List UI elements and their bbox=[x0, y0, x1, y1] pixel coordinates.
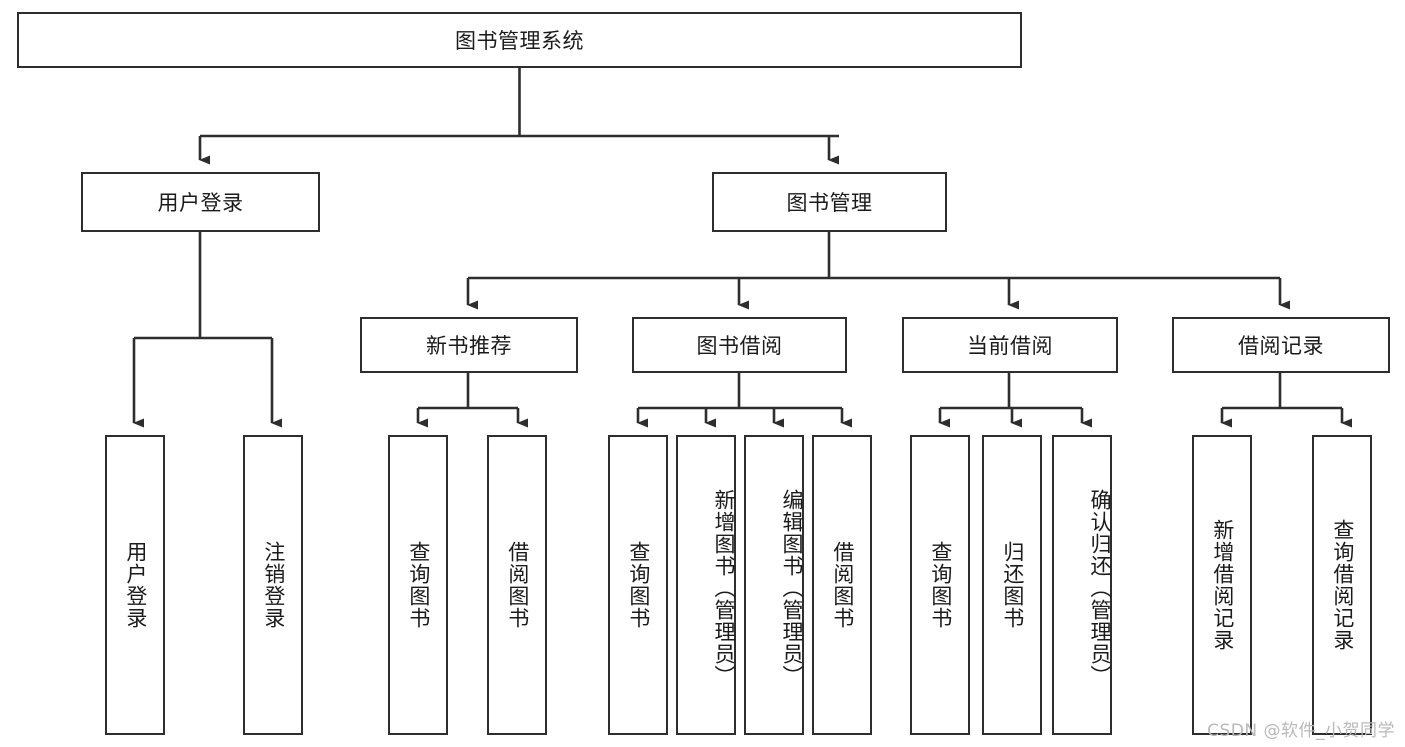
node-borrow-record[interactable]: 借阅记录 bbox=[1172, 317, 1390, 373]
node-label: 查询图书 bbox=[406, 541, 431, 629]
node-label: 用户登录 bbox=[123, 541, 148, 629]
node-label: 图书管理 bbox=[786, 191, 873, 215]
node-label: 借阅图书 bbox=[830, 541, 855, 629]
node-leaf-query-book-borrow[interactable]: 查询图书 bbox=[608, 435, 668, 735]
node-user-login[interactable]: 用户登录 bbox=[81, 172, 320, 232]
node-label: 归还图书 bbox=[1000, 541, 1025, 629]
node-label: 注销登录 bbox=[261, 541, 286, 629]
node-leaf-borrow-book-recommend[interactable]: 借阅图书 bbox=[487, 435, 547, 735]
node-label: 查询图书 bbox=[928, 541, 953, 629]
node-current-borrow[interactable]: 当前借阅 bbox=[902, 317, 1118, 373]
node-leaf-add-borrow-record[interactable]: 新增借阅记录 bbox=[1192, 435, 1252, 735]
node-leaf-edit-book-admin[interactable]: 编辑图书（管理员） bbox=[744, 435, 804, 735]
node-label: 查询借阅记录 bbox=[1330, 519, 1355, 651]
node-label: 新书推荐 bbox=[426, 334, 512, 358]
node-root-system[interactable]: 图书管理系统 bbox=[17, 12, 1022, 68]
node-label: 确认归还（管理员） bbox=[1088, 489, 1112, 687]
node-label: 编辑图书（管理员） bbox=[780, 489, 804, 687]
node-leaf-confirm-return-admin[interactable]: 确认归还（管理员） bbox=[1052, 435, 1112, 735]
node-leaf-add-book-admin[interactable]: 新增图书（管理员） bbox=[676, 435, 736, 735]
node-leaf-query-book-current[interactable]: 查询图书 bbox=[910, 435, 970, 735]
node-book-manage[interactable]: 图书管理 bbox=[712, 172, 947, 232]
node-label: 图书借阅 bbox=[696, 334, 783, 358]
node-leaf-logout-login[interactable]: 注销登录 bbox=[243, 435, 303, 735]
node-label: 新增借阅记录 bbox=[1210, 519, 1235, 651]
node-leaf-return-book[interactable]: 归还图书 bbox=[982, 435, 1042, 735]
node-book-borrow[interactable]: 图书借阅 bbox=[632, 317, 847, 373]
node-label: 借阅图书 bbox=[505, 541, 530, 629]
node-new-book-recommend[interactable]: 新书推荐 bbox=[360, 317, 578, 373]
node-label: 借阅记录 bbox=[1238, 334, 1324, 358]
node-label: 用户登录 bbox=[157, 191, 244, 215]
node-label: 图书管理系统 bbox=[455, 29, 584, 53]
node-label: 查询图书 bbox=[626, 541, 651, 629]
node-leaf-query-borrow-record[interactable]: 查询借阅记录 bbox=[1312, 435, 1372, 735]
node-leaf-user-login[interactable]: 用户登录 bbox=[105, 435, 165, 735]
node-label: 当前借阅 bbox=[967, 334, 1053, 358]
node-leaf-borrow-book-borrow[interactable]: 借阅图书 bbox=[812, 435, 872, 735]
node-label: 新增图书（管理员） bbox=[712, 489, 736, 687]
node-leaf-query-book-recommend[interactable]: 查询图书 bbox=[388, 435, 448, 735]
